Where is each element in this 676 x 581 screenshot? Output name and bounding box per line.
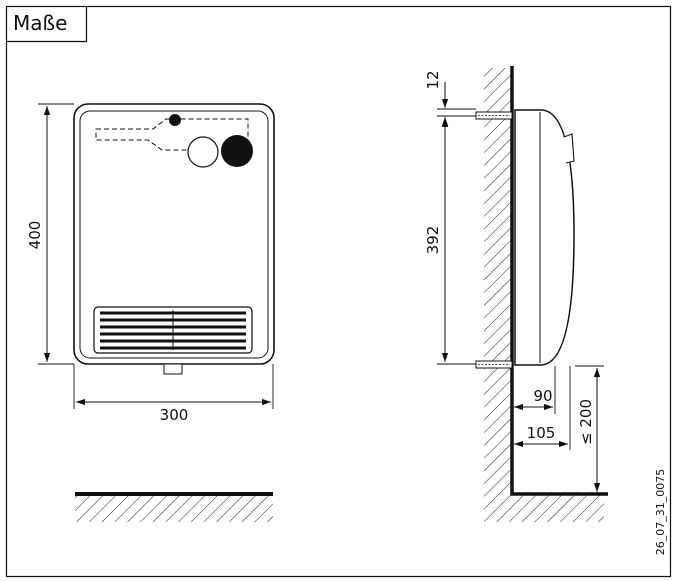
outer-frame (5, 5, 672, 578)
drawing-code-label: 26_07_31_0075 (654, 469, 667, 556)
air-grille (93, 306, 253, 354)
heater-body-inner (79, 110, 269, 359)
upper-bracket (475, 111, 513, 120)
indicator-lamp (169, 114, 181, 126)
control-knob-white (187, 136, 219, 168)
wall-outline (510, 66, 608, 496)
heater-side-knob (563, 133, 575, 164)
mount-spacing-label: 392 (424, 226, 442, 255)
title-label: Maße (13, 11, 67, 35)
bottom-connector (163, 363, 183, 375)
title-tab (6, 6, 88, 43)
heater-side-profile (514, 109, 575, 366)
floor-clearance-label: ≤ 200 (577, 399, 595, 445)
depth-front-label: 90 (533, 387, 552, 405)
side-view: 12 392 90 105 ≤ 200 (424, 66, 608, 522)
control-knob-black (221, 135, 253, 167)
height-dimension-label: 400 (26, 221, 44, 250)
front-view: 400 300 (26, 103, 275, 522)
width-dimension-label: 300 (160, 406, 189, 424)
depth-overall-label: 105 (527, 424, 556, 442)
top-offset-label: 12 (424, 70, 442, 89)
floor-hatch-front (75, 496, 273, 522)
lower-bracket (475, 360, 513, 369)
